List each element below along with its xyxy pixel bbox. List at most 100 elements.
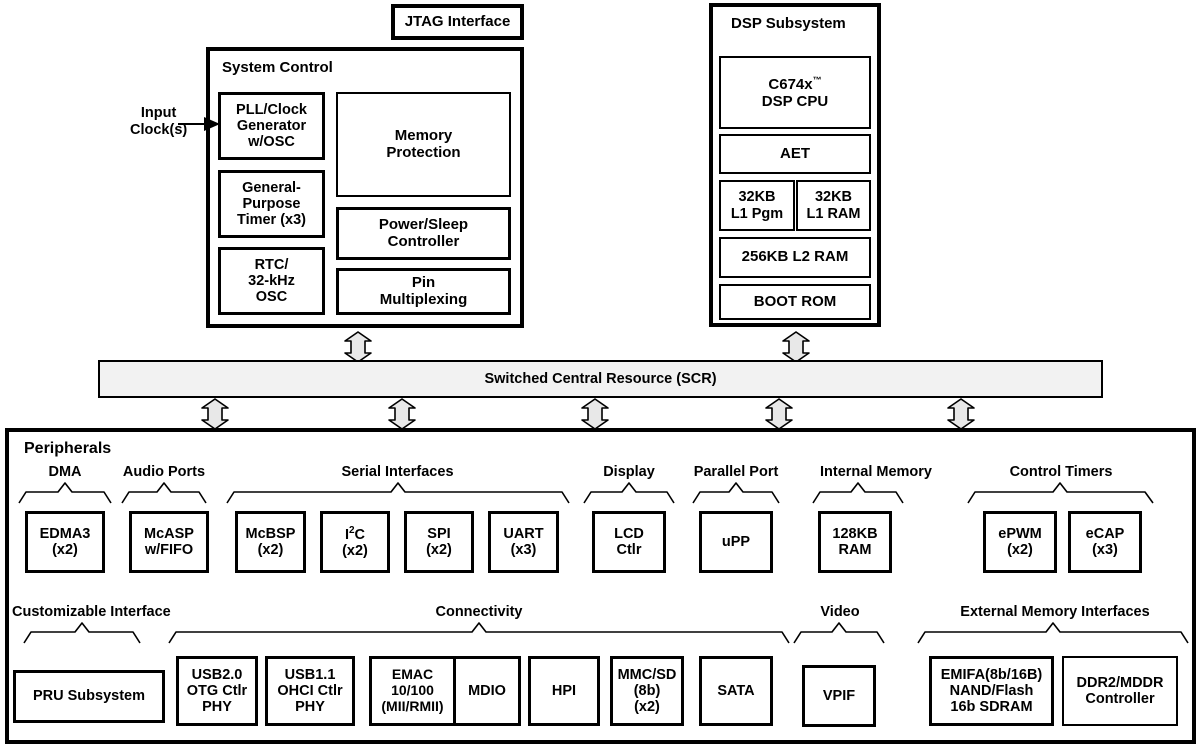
mcbsp-block[interactable]: McBSP(x2) bbox=[235, 511, 306, 573]
pru-subsystem-block[interactable]: PRU Subsystem bbox=[13, 670, 165, 723]
bus-arrow-peripheral-5-icon bbox=[947, 398, 975, 430]
brace-connectivity bbox=[168, 622, 790, 644]
input-clock-label: Input Clock(s) bbox=[130, 105, 187, 138]
brace-parallel-port bbox=[692, 482, 780, 504]
mcbsp-label: McBSP(x2) bbox=[245, 525, 296, 558]
group-label-internal-memory: Internal Memory bbox=[820, 464, 932, 480]
hpi-label: HPI bbox=[551, 682, 577, 699]
uart-label: UART(x3) bbox=[503, 525, 544, 558]
bus-arrow-peripheral-3-icon bbox=[581, 398, 609, 430]
epwm-block[interactable]: ePWM(x2) bbox=[983, 511, 1057, 573]
ecap-block[interactable]: eCAP(x3) bbox=[1068, 511, 1142, 573]
bus-arrow-system-control-icon bbox=[344, 331, 372, 363]
jtag-interface-label: JTAG Interface bbox=[404, 12, 511, 30]
brace-serial-interfaces bbox=[226, 482, 570, 504]
system-control-title: System Control bbox=[222, 59, 333, 76]
edma3-block[interactable]: EDMA3(x2) bbox=[25, 511, 105, 573]
brace-customizable-interface bbox=[23, 622, 141, 644]
hpi-block[interactable]: HPI bbox=[528, 656, 600, 726]
l2-ram-block[interactable]: 256KB L2 RAM bbox=[719, 237, 871, 278]
vpif-block[interactable]: VPIF bbox=[802, 665, 876, 727]
l2-ram-label: 256KB L2 RAM bbox=[741, 248, 849, 266]
bus-arrow-peripheral-1-icon bbox=[201, 398, 229, 430]
i2c-label: I2C(x2) bbox=[342, 524, 368, 559]
sata-label: SATA bbox=[717, 682, 755, 699]
boot-rom-block[interactable]: BOOT ROM bbox=[719, 284, 871, 320]
brace-video bbox=[793, 622, 885, 644]
boot-rom-label: BOOT ROM bbox=[753, 292, 837, 310]
group-label-control-timers: Control Timers bbox=[1009, 464, 1113, 480]
brace-external-memory-interfaces bbox=[917, 622, 1189, 644]
input-clock-arrow-icon bbox=[178, 117, 220, 131]
peripherals-title: Peripherals bbox=[24, 440, 112, 457]
bus-arrow-peripheral-2-icon bbox=[388, 398, 416, 430]
group-label-external-memory-interfaces: External Memory Interfaces bbox=[960, 604, 1150, 620]
vpif-label: VPIF bbox=[822, 687, 856, 704]
aet-label: AET bbox=[780, 144, 810, 162]
bus-arrow-peripheral-4-icon bbox=[765, 398, 793, 430]
brace-display bbox=[583, 482, 675, 504]
switched-central-resource-bar[interactable]: Switched Central Resource (SCR) bbox=[98, 360, 1103, 398]
brace-dma bbox=[18, 482, 112, 504]
group-label-parallel-port: Parallel Port bbox=[693, 464, 779, 480]
sata-block[interactable]: SATA bbox=[699, 656, 773, 726]
mdio-label: MDIO bbox=[468, 682, 506, 699]
mmc-sd-label: MMC/SD(8b)(x2) bbox=[617, 666, 677, 716]
input-clock-line-2: Clock(s) bbox=[130, 121, 188, 138]
brace-internal-memory bbox=[812, 482, 904, 504]
spi-label: SPI(x2) bbox=[426, 525, 452, 558]
mmc-sd-block[interactable]: MMC/SD(8b)(x2) bbox=[610, 656, 684, 726]
group-label-serial-interfaces: Serial Interfaces bbox=[341, 464, 454, 480]
input-clock-line-1: Input bbox=[140, 105, 177, 121]
group-label-audio-ports: Audio Ports bbox=[122, 464, 206, 480]
scr-label: Switched Central Resource (SCR) bbox=[484, 371, 717, 387]
bus-arrow-dsp-icon bbox=[782, 331, 810, 363]
brace-audio-ports bbox=[121, 482, 207, 504]
i2c-block[interactable]: I2C(x2) bbox=[320, 511, 390, 573]
uart-block[interactable]: UART(x3) bbox=[488, 511, 559, 573]
upp-block[interactable]: uPP bbox=[699, 511, 773, 573]
aet-block[interactable]: AET bbox=[719, 134, 871, 174]
group-label-connectivity: Connectivity bbox=[435, 604, 523, 620]
group-label-dma: DMA bbox=[48, 464, 82, 480]
mdio-block[interactable]: MDIO bbox=[456, 659, 518, 723]
edma3-label: EDMA3(x2) bbox=[39, 525, 91, 558]
group-label-video: Video bbox=[820, 604, 860, 620]
epwm-label: ePWM(x2) bbox=[998, 525, 1042, 558]
jtag-interface-block[interactable]: JTAG Interface bbox=[391, 4, 524, 40]
spi-block[interactable]: SPI(x2) bbox=[404, 511, 474, 573]
group-label-customizable-interface: Customizable Interface bbox=[12, 604, 171, 620]
